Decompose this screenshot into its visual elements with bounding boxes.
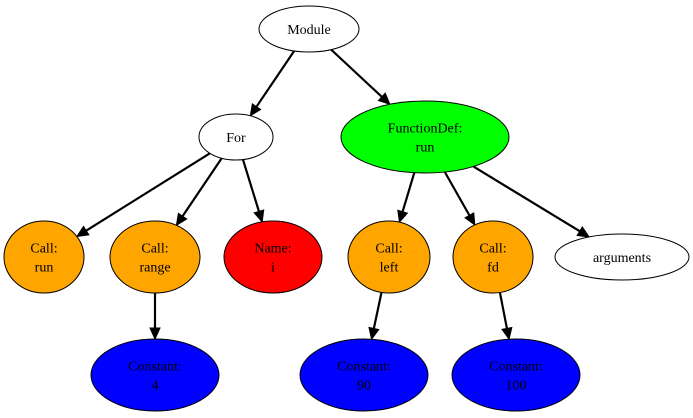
edge-line [498, 292, 509, 329]
edge-functiondef-to-arguments [472, 165, 591, 238]
edge-module-to-functiondef [330, 48, 391, 106]
node-arguments: arguments [554, 233, 690, 281]
edges-layer [75, 48, 591, 341]
node-ellipse [90, 338, 220, 412]
edge-line [330, 48, 383, 98]
node-label: Constant: [128, 360, 182, 375]
edge-line [181, 157, 223, 217]
node-label: Name: [254, 242, 291, 257]
edge-functiondef-to-call-fd [443, 171, 476, 226]
node-functiondef: FunctionDef: run [340, 100, 510, 174]
node-label: run [35, 261, 54, 276]
node-label: left [380, 261, 399, 276]
edge-line [241, 159, 260, 212]
edge-line [443, 171, 471, 216]
arrowhead-icon [464, 212, 476, 226]
edge-for-to-call-run [75, 152, 211, 238]
node-ellipse [223, 220, 323, 294]
node-name-i: Name: i [223, 220, 323, 294]
node-label: FunctionDef: [388, 122, 463, 137]
node-label: Constant: [489, 360, 543, 375]
node-label: Call: [375, 242, 402, 257]
node-call-fd: Call: fd [452, 220, 534, 294]
arrowhead-icon [253, 209, 265, 224]
node-constant-100: Constant: 100 [451, 338, 581, 412]
arrowhead-icon [501, 326, 513, 341]
node-ellipse [299, 338, 429, 412]
nodes-layer: ModuleForFunctionDef:runCall:runCall:ran… [3, 5, 690, 412]
edge-call-fd-to-constant-100 [498, 292, 513, 341]
node-label: For [226, 131, 246, 146]
node-ellipse [347, 220, 431, 294]
node-for: For [198, 113, 274, 161]
node-ellipse [109, 220, 201, 294]
node-call-range: Call: range [109, 220, 201, 294]
node-label: Constant: [337, 360, 391, 375]
node-ellipse [198, 113, 274, 161]
node-ellipse [3, 220, 85, 294]
edge-call-left-to-constant-90 [368, 292, 383, 341]
node-module: Module [258, 5, 360, 53]
edge-functiondef-to-call-left [397, 172, 416, 224]
node-label: i [271, 261, 275, 276]
node-ellipse [258, 5, 360, 53]
edge-for-to-call-range [175, 157, 223, 227]
edge-line [85, 152, 211, 232]
edge-for-to-name-i [241, 159, 265, 224]
arrowhead-icon [175, 212, 188, 227]
node-label: Module [287, 23, 331, 38]
edge-module-to-for [249, 50, 296, 117]
arrowhead-icon [377, 92, 391, 106]
arrowhead-icon [576, 226, 591, 238]
edge-line [401, 172, 416, 212]
node-label: fd [487, 261, 499, 276]
node-label: Call: [141, 242, 168, 257]
arrowhead-icon [149, 327, 161, 341]
node-ellipse [451, 338, 581, 412]
arrowhead-icon [249, 103, 262, 117]
arrowhead-icon [397, 209, 409, 224]
edge-call-range-to-constant-4 [149, 293, 161, 341]
node-constant-4: Constant: 4 [90, 338, 220, 412]
node-ellipse [452, 220, 534, 294]
node-ellipse [554, 233, 690, 281]
node-label: 4 [152, 379, 159, 394]
edge-line [372, 292, 383, 329]
node-call-run: Call: run [3, 220, 85, 294]
node-label: 100 [506, 379, 527, 394]
node-label: Call: [30, 242, 57, 257]
node-label: 90 [357, 379, 371, 394]
arrowhead-icon [368, 326, 380, 341]
node-label: arguments [593, 251, 651, 266]
edge-line [472, 165, 581, 233]
edge-line [255, 50, 296, 108]
node-label: range [139, 261, 170, 276]
node-constant-90: Constant: 90 [299, 338, 429, 412]
arrowhead-icon [75, 225, 90, 238]
node-ellipse [340, 100, 510, 174]
node-label: Call: [479, 242, 506, 257]
node-call-left: Call: left [347, 220, 431, 294]
node-label: run [416, 141, 435, 156]
